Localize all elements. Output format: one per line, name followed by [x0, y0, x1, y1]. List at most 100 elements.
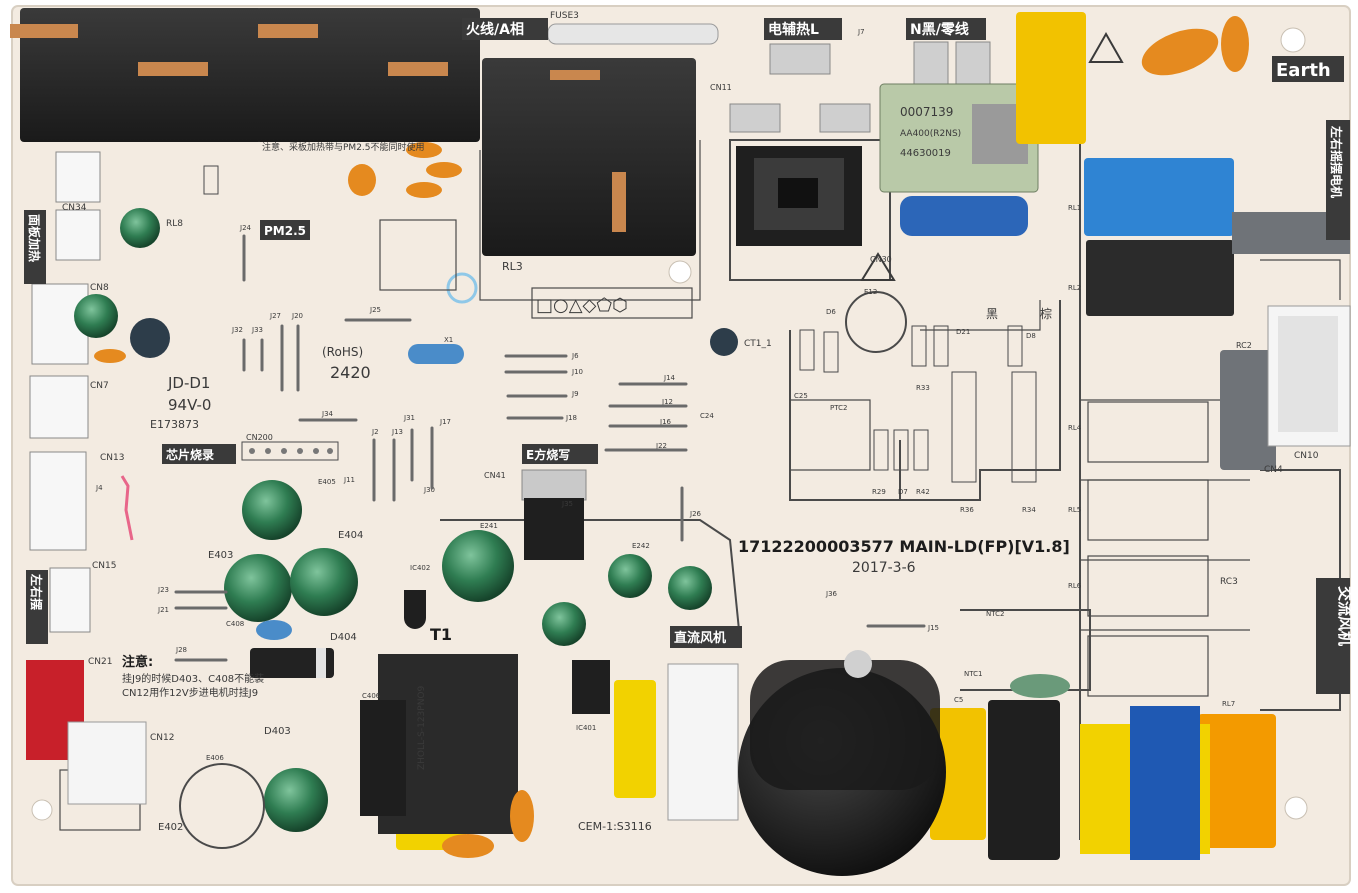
relay-terminal [138, 62, 208, 76]
ceramic-cap [256, 620, 292, 640]
connector-dc-fan [667, 663, 739, 821]
relay-outlines [1087, 401, 1209, 697]
label-box-chip-flash [162, 444, 236, 464]
relay-terminal [388, 62, 448, 76]
elco [542, 602, 586, 646]
ceramic-cap [94, 349, 126, 363]
label-d404: D404 [330, 632, 357, 643]
label-j15: J15 [927, 624, 939, 632]
label-cn8: CN8 [90, 283, 109, 293]
test-pad-blue [446, 272, 478, 304]
elco [120, 208, 160, 248]
label-ct1: CT1_1 [744, 339, 772, 349]
silk-neutral: N黑/零线 [910, 21, 969, 38]
label-j21: J21 [157, 606, 169, 614]
transistor-ic402 [404, 590, 426, 629]
silk-panel-heat: 面板加热 [27, 214, 42, 262]
label-rc3: RC3 [1220, 577, 1238, 587]
hv-warning-icon [1088, 31, 1124, 63]
label-j20: J20 [291, 312, 303, 320]
label-j12: J12 [661, 398, 673, 406]
varistor [1221, 16, 1249, 72]
silk-rohs: (RoHS) [322, 345, 363, 359]
relay-rl3-terminal [612, 172, 626, 232]
silk-t1: T1 [430, 625, 452, 644]
label-j10: J10 [571, 368, 583, 376]
label-box-swing [26, 570, 48, 644]
x-capacitor [1016, 12, 1086, 144]
elco-e404 [242, 480, 302, 540]
elco-outline [179, 763, 265, 849]
label-d21: D21 [956, 328, 970, 336]
label-ntc1: NTC1 [964, 670, 982, 678]
label-rl6: RL6 [1068, 582, 1082, 590]
label-rl5: RL5 [1068, 506, 1081, 514]
label-cn10: CN10 [1294, 451, 1319, 461]
silk-maker: JD-D1 [167, 374, 210, 392]
label-box-live [462, 18, 548, 40]
ceramic-cap [348, 164, 376, 196]
label-rl3: RL3 [502, 260, 523, 273]
label-e402: E402 [158, 822, 183, 833]
relay-rl3-terminal [550, 70, 600, 80]
ceramic-cap [1010, 674, 1070, 698]
label-j18: J18 [565, 414, 577, 422]
label-cn4: CN4 [1264, 465, 1283, 475]
label-ptc2: PTC2 [830, 404, 847, 412]
header-cn200 [241, 441, 339, 461]
label-j23: J23 [157, 586, 169, 594]
silk-pm-note: 注意、采板加热带与PM2.5不能同时使用 [262, 141, 425, 153]
label-d403: D403 [264, 726, 291, 737]
label-box-neutral [906, 18, 986, 40]
label-r42: R42 [916, 488, 930, 496]
elco [668, 566, 712, 610]
label-rl1: RL1 [1068, 204, 1081, 212]
label-j24: J24 [239, 224, 252, 232]
transformer-core [360, 700, 406, 816]
label-j7: J7 [857, 28, 865, 36]
label-j11: J11 [343, 476, 355, 484]
ceramic-cap [442, 834, 494, 858]
label-j35: J35 [561, 500, 573, 508]
label-e405: E405 [318, 478, 336, 486]
label-r29: R29 [872, 488, 886, 496]
label-ic402: IC402 [410, 564, 430, 572]
label-rl4: RL4 [1068, 424, 1082, 432]
label-c408: C408 [226, 620, 244, 628]
x-capacitor [1198, 714, 1276, 848]
label-ntc2: NTC2 [986, 610, 1004, 618]
silk-chip-flash: 芯片烧录 [166, 447, 214, 462]
jumper-wires [174, 234, 926, 662]
cap-model-text: 0007139 [900, 105, 953, 119]
label-e404: E404 [338, 530, 363, 541]
connector-cn34 [55, 151, 101, 203]
label-box-ac-fan [1316, 578, 1350, 694]
silk-note-line1: 挂J9的时候D403、C408不能装 [122, 672, 264, 685]
label-j13: J13 [391, 428, 403, 436]
relay-terminal [258, 24, 318, 38]
fuse [547, 23, 719, 45]
silk-ac-fan: 交流风机 [1336, 586, 1354, 646]
terminal-cn11 [729, 103, 781, 133]
ceramic-cap [406, 182, 442, 198]
x-capacitor [614, 680, 656, 798]
elco [74, 294, 118, 338]
label-box-dc-fan [670, 626, 742, 648]
label-cn11: CN11 [710, 83, 732, 92]
cap-code-text: 44630019 [900, 148, 951, 159]
mounting-hole [31, 799, 53, 821]
label-box-swing-side [1326, 120, 1350, 240]
label-e242: E242 [632, 542, 650, 550]
label-e406: E406 [206, 754, 224, 762]
label-ic401: IC401 [576, 724, 596, 732]
elco-e12-outline [845, 291, 907, 353]
mounting-hole [1284, 796, 1308, 820]
inductor-dark [988, 700, 1060, 860]
silk-black: 黑 [986, 307, 998, 321]
label-j28: J28 [175, 646, 187, 654]
label-cn7: CN7 [90, 381, 109, 391]
silk-main-id: 17122200003577 MAIN-LD(FP)[V1.8] [738, 537, 1070, 556]
elco-e242 [608, 554, 652, 598]
label-cn41: CN41 [484, 471, 506, 480]
label-rl2: RL2 [1068, 284, 1081, 292]
